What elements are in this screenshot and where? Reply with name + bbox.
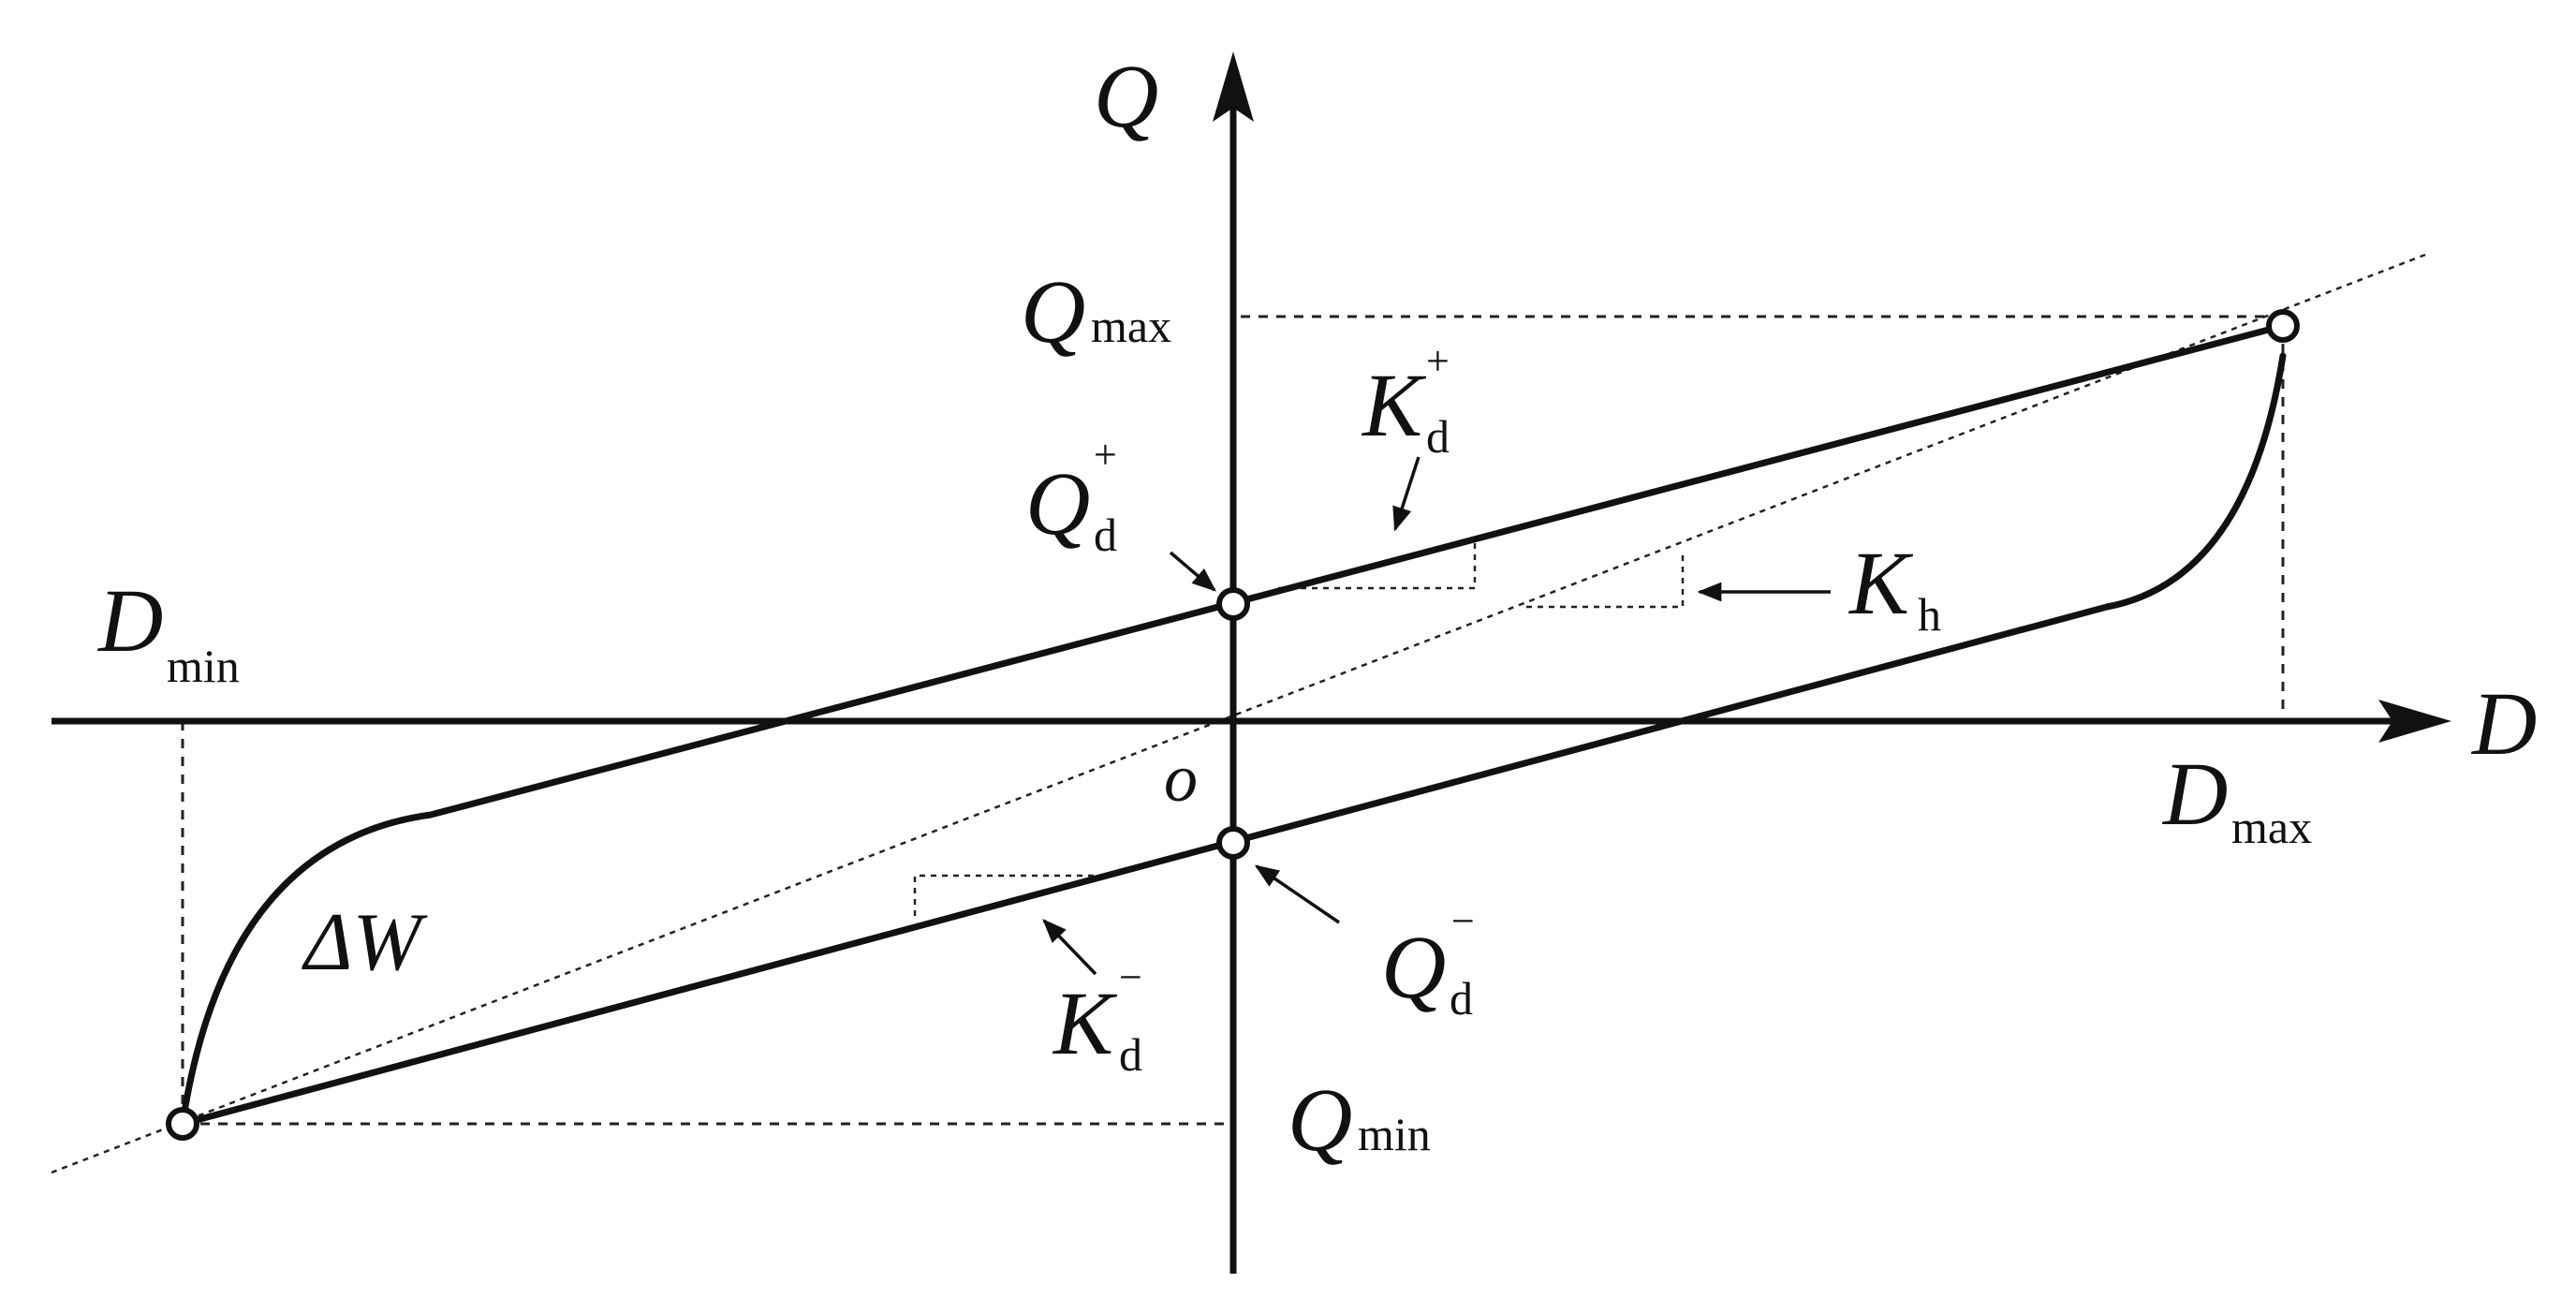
kd-minus-label: K d − (1052, 954, 1142, 1081)
svg-text:K: K (1847, 533, 1914, 633)
svg-text:Q: Q (1288, 1070, 1352, 1170)
svg-text:h: h (1918, 588, 1941, 641)
d-min-label: D min (96, 570, 240, 692)
svg-text:K: K (1052, 973, 1118, 1073)
origin-label: o (1164, 741, 1198, 816)
q-max-label: Q max (1021, 261, 1171, 361)
effective-stiffness-line (51, 253, 2426, 1174)
svg-text:D: D (2161, 744, 2228, 844)
svg-text:max: max (2231, 801, 2312, 853)
svg-text:Q: Q (1021, 261, 1085, 361)
svg-text:Q: Q (1381, 917, 1446, 1017)
svg-text:min: min (167, 640, 240, 692)
svg-text:+: + (1094, 432, 1117, 478)
q-min-label: Q min (1288, 1070, 1431, 1170)
energy-dissipation-label: ΔW (302, 897, 428, 988)
svg-text:Q: Q (1025, 453, 1090, 553)
dmax-qmax-point (2266, 309, 2300, 343)
svg-text:d: d (1426, 410, 1450, 463)
qd-minus-label: Q d − (1381, 898, 1475, 1025)
qd-plus-pointer (1169, 551, 1216, 592)
svg-text:max: max (1091, 300, 1171, 352)
qd-minus-pointer (1254, 864, 1340, 924)
y-axis-label: Q (1094, 46, 1158, 146)
qd-minus-point (1216, 826, 1250, 860)
kd-minus-slope-triangle (913, 874, 1096, 916)
kd-plus-slope-triangle (1278, 541, 1477, 590)
x-axis-label: D (2470, 673, 2537, 774)
hysteresis-lower-branch (179, 352, 2287, 1128)
dmin-qmin-point (166, 1107, 199, 1141)
svg-text:d: d (1450, 972, 1473, 1025)
y-axis-arrowhead (1213, 52, 1254, 122)
svg-text:d: d (1119, 1028, 1142, 1081)
kh-label: K h (1847, 533, 1941, 641)
qd-plus-point (1216, 587, 1250, 621)
hysteresis-upper-branch (179, 322, 2287, 1128)
svg-text:−: − (1451, 898, 1475, 944)
d-max-label: D max (2161, 744, 2312, 853)
x-axis-arrowhead (2378, 700, 2451, 743)
svg-text:min: min (1358, 1108, 1431, 1160)
svg-text:−: − (1119, 954, 1142, 1000)
svg-text:K: K (1361, 355, 1427, 455)
svg-text:D: D (96, 570, 163, 671)
qd-plus-label: Q d + (1025, 432, 1117, 561)
svg-text:d: d (1094, 509, 1117, 561)
kd-plus-pointer (1392, 456, 1420, 532)
kd-plus-label: K d + (1361, 338, 1450, 463)
kd-minus-pointer (1042, 919, 1097, 976)
svg-text:+: + (1426, 338, 1450, 384)
kh-slope-triangle (1526, 553, 1685, 609)
